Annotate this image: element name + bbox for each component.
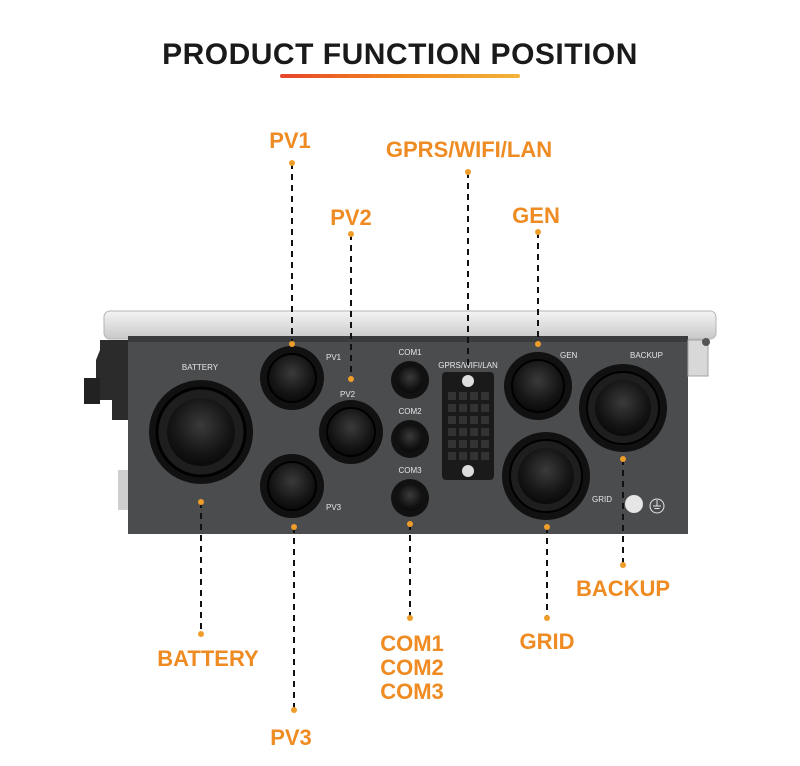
pv1-port	[260, 346, 324, 410]
callout-gprs: GPRS/WIFI/LAN	[385, 137, 553, 162]
grid-port	[502, 432, 590, 520]
gen-port	[504, 352, 572, 420]
panel-label-pv1: PV1	[326, 353, 342, 362]
backup-port	[579, 364, 667, 452]
callout-pv3: PV3	[270, 725, 312, 750]
callout-lines	[200, 163, 624, 710]
panel-label-com3: COM3	[398, 466, 422, 475]
callout-com1: COM1	[380, 631, 444, 656]
panel-label-grid: GRID	[592, 495, 612, 504]
callout-com2: COM2	[380, 655, 444, 680]
callout-com3: COM3	[380, 679, 444, 704]
callout-pv1: PV1	[269, 128, 311, 153]
callout-grid: GRID	[519, 629, 575, 654]
gprs-module	[442, 372, 494, 480]
callout-pv2: PV2	[330, 205, 372, 230]
panel-label-com2: COM2	[398, 407, 422, 416]
panel-label-backup: BACKUP	[630, 351, 663, 360]
com-ports	[391, 361, 429, 517]
callout-com-group: COM1 COM2 COM3	[380, 632, 444, 704]
callout-backup: BACKUP	[575, 576, 671, 601]
pv2-port	[319, 400, 383, 464]
panel-label-gen: GEN	[560, 351, 578, 360]
panel-label-pv3: PV3	[326, 503, 342, 512]
callout-battery: BATTERY	[157, 646, 259, 671]
callout-gen: GEN	[512, 203, 560, 228]
ground-screw	[625, 495, 643, 513]
callout-dots	[198, 160, 626, 713]
page-title: PRODUCT FUNCTION POSITION	[162, 38, 638, 71]
battery-port	[149, 380, 253, 484]
pv3-port	[260, 454, 324, 518]
panel-label-com1: COM1	[398, 348, 422, 357]
panel-label-pv2: PV2	[340, 390, 356, 399]
panel-label-battery: BATTERY	[182, 363, 219, 372]
ground-icon	[649, 498, 665, 514]
title-underline	[280, 74, 520, 78]
panel-label-gprs: GPRS/WIFI/LAN	[438, 361, 498, 370]
